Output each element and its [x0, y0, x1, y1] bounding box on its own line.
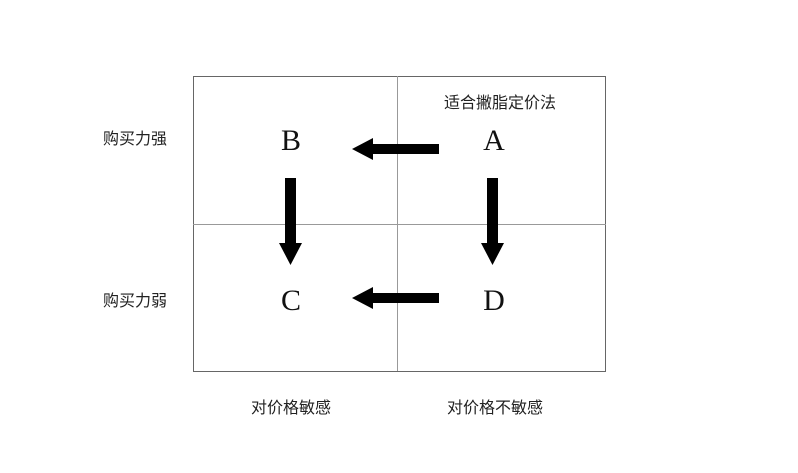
- row-label-weak: 购买力弱: [103, 291, 167, 310]
- column-label-insensitive: 对价格不敏感: [447, 398, 543, 417]
- quadrant-c: C: [281, 284, 301, 317]
- column-label-sensitive: 对价格敏感: [251, 398, 331, 417]
- quadrant-d: D: [483, 284, 505, 317]
- quadrant-b: B: [281, 124, 301, 157]
- quadrant-a: A: [483, 124, 505, 157]
- arrow-d-to-c: [352, 287, 439, 309]
- row-label-strong: 购买力强: [103, 129, 167, 148]
- skimming-pricing-note: 适合撇脂定价法: [444, 93, 556, 112]
- arrow-a-to-b: [352, 138, 439, 160]
- arrow-a-to-d: [481, 178, 504, 265]
- arrow-b-to-c: [279, 178, 302, 265]
